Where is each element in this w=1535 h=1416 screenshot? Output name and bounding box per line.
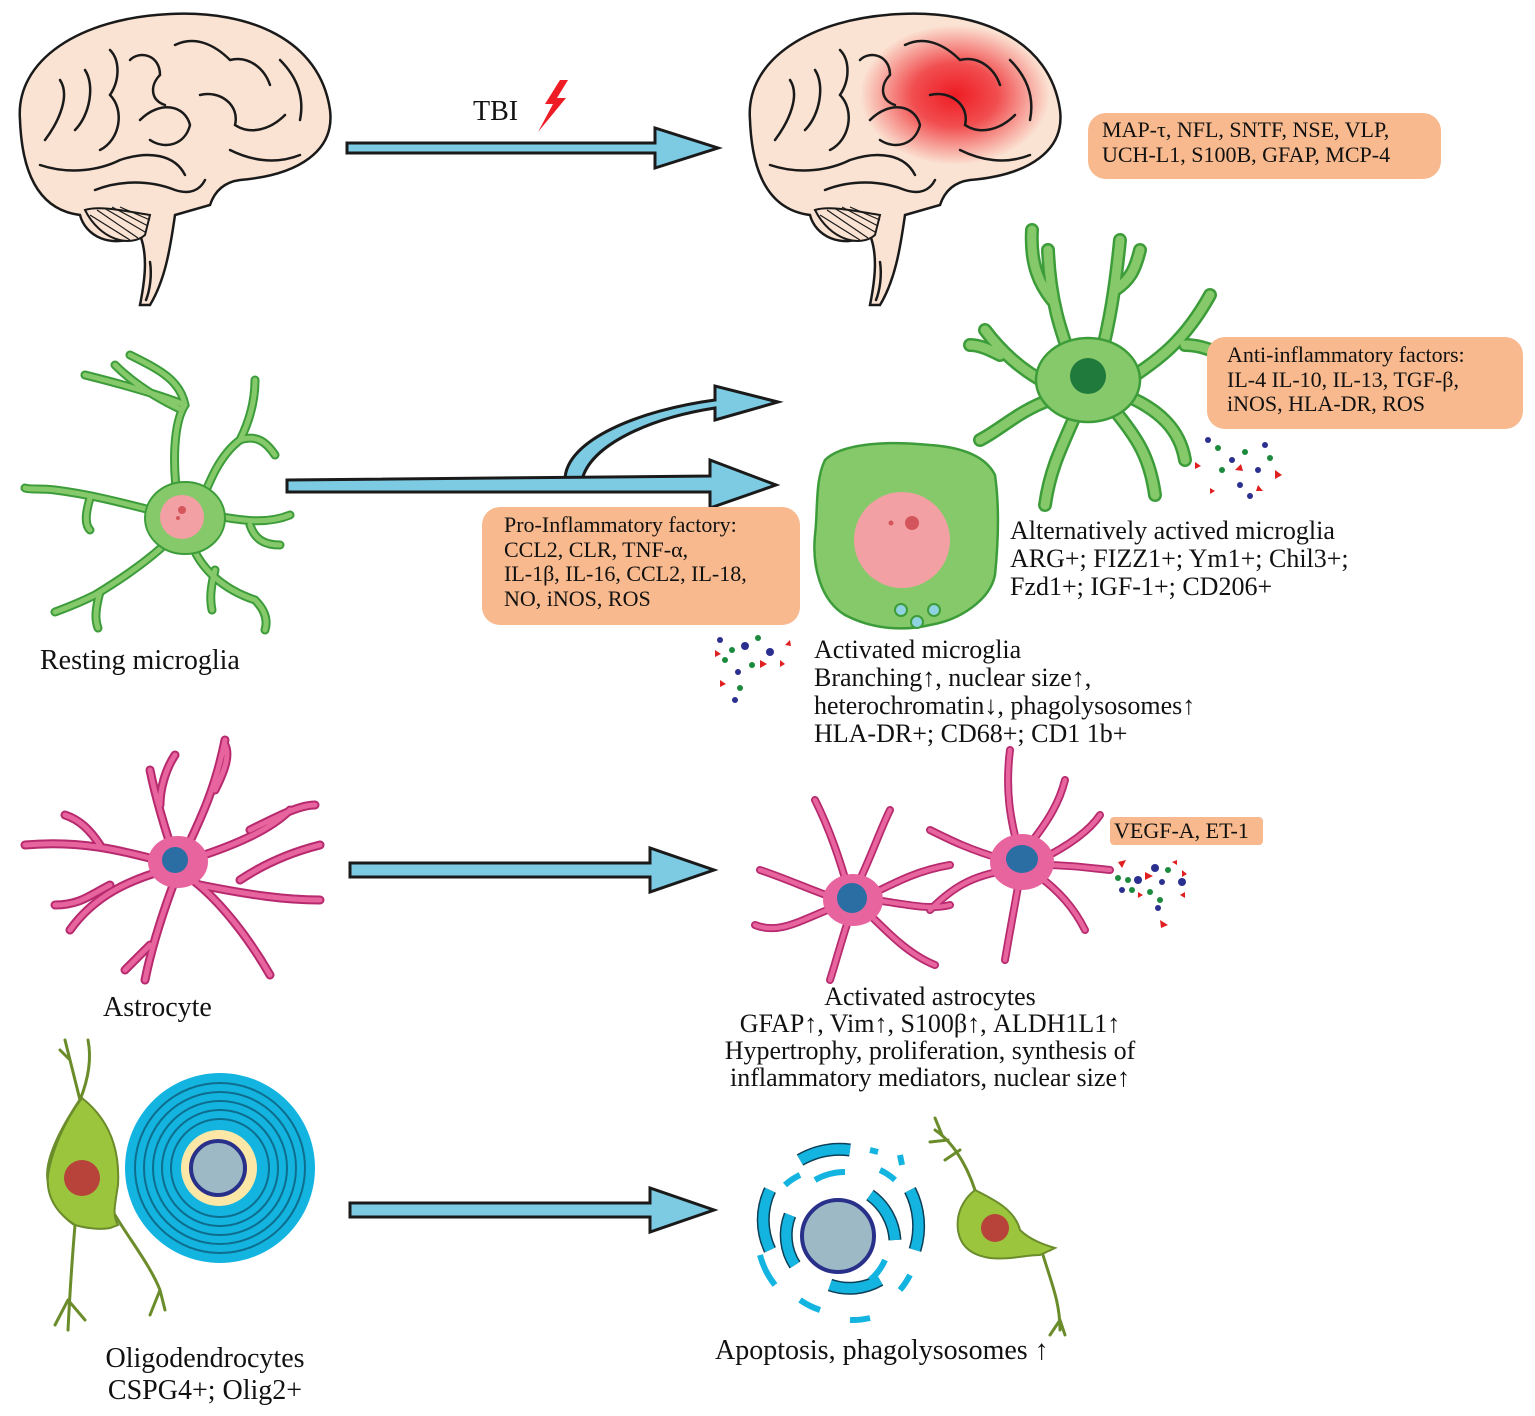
pro-inflammatory-line: CCL2, CLR, TNF-α, xyxy=(504,536,689,562)
tbi-label: TBI xyxy=(473,96,519,127)
cytokine-particles-pro xyxy=(715,635,791,703)
pro-inflammatory-line: IL-1β, IL-16, CCL2, IL-18, xyxy=(504,561,747,587)
activated-astrocytes-label: Activated astrocytes GFAP↑, Vim↑, S100β↑… xyxy=(690,983,1170,1091)
arrow-microglia-activation xyxy=(285,384,784,511)
arrow-astrocyte-activation xyxy=(348,845,719,895)
arrow-oligodendrocyte-apoptosis xyxy=(348,1185,719,1235)
alt-microglia-markers: Fzd1+; IGF-1+; CD206+ xyxy=(1010,572,1273,601)
healthy-brain-icon xyxy=(18,12,332,307)
activated-astrocytes-title: Activated astrocytes xyxy=(824,982,1036,1011)
activated-astrocytes-icon xyxy=(751,746,1114,984)
oligodendrocyte-icon xyxy=(46,1038,167,1332)
resting-microglia-icon xyxy=(20,350,295,635)
arrow-tbi xyxy=(345,125,723,171)
activated-astrocytes-features: Hypertrophy, proliferation, synthesis of xyxy=(724,1036,1136,1065)
oligodendrocytes-title: Oligodendrocytes xyxy=(105,1343,305,1374)
apoptosis-label: Apoptosis, phagolysosomes ↑ xyxy=(715,1335,1049,1366)
resting-microglia-label: Resting microglia xyxy=(40,645,240,676)
biomarkers-box: MAP-τ, NFL, SNTF, NSE, VLP, UCH-L1, S100… xyxy=(1088,113,1441,179)
alternative-microglia-label: Alternatively actived microglia ARG+; FI… xyxy=(1010,517,1349,601)
activated-microglia-markers: HLA-DR+; CD68+; CD1 1b+ xyxy=(814,719,1128,748)
apoptotic-oligodendrocyte-icon xyxy=(928,1116,1067,1337)
oligodendrocytes-markers: CSPG4+; Olig2+ xyxy=(107,1375,303,1406)
biomarkers-line: UCH-L1, S100B, GFAP, MCP-4 xyxy=(1102,141,1391,167)
activated-microglia-features: heterochromatin↓, phagolysosomes↑ xyxy=(814,691,1196,720)
anti-inflammatory-line: iNOS, HLA-DR, ROS xyxy=(1227,391,1426,417)
alt-microglia-title: Alternatively actived microglia xyxy=(1010,516,1335,545)
activated-microglia-title: Activated microglia xyxy=(814,635,1022,664)
anti-inflammatory-line: IL-4 IL-10, IL-13, TGF-β, xyxy=(1227,366,1459,392)
astro-factor-box: VEGF-A, ET-1 xyxy=(1110,817,1263,845)
cytokine-particles-astro xyxy=(1115,860,1187,928)
cytokine-particles-anti xyxy=(1195,437,1282,499)
lightning-bolt-icon xyxy=(538,80,568,132)
pro-inflammatory-line: NO, iNOS, ROS xyxy=(504,585,651,611)
activated-microglia-features: Branching↑, nuclear size↑, xyxy=(814,663,1092,692)
activated-microglia-icon xyxy=(813,441,1000,630)
anti-inflammatory-line: Anti-inflammatory factors: xyxy=(1227,342,1465,367)
pro-inflammatory-box: Pro-Inflammatory factory: CCL2, CLR, TNF… xyxy=(482,507,800,625)
alt-microglia-markers: ARG+; FIZZ1+; Ym1+; Chil3+; xyxy=(1010,544,1349,573)
injury-site xyxy=(860,25,1050,165)
oligodendrocytes-label: Oligodendrocytes CSPG4+; Olig2+ xyxy=(60,1343,350,1407)
resting-astrocyte-icon xyxy=(20,735,325,985)
myelin-sheath-icon xyxy=(125,1073,315,1263)
activated-astrocytes-features: inflammatory mediators, nuclear size↑ xyxy=(730,1063,1130,1092)
alternative-microglia-icon xyxy=(963,223,1232,512)
astrocyte-label: Astrocyte xyxy=(103,992,212,1023)
pro-inflammatory-line: Pro-Inflammatory factory: xyxy=(504,512,737,537)
injured-brain-icon xyxy=(748,12,1062,307)
activated-astrocytes-markers: GFAP↑, Vim↑, S100β↑, ALDH1L1↑ xyxy=(739,1009,1121,1038)
degraded-myelin-icon xyxy=(756,1142,926,1324)
biomarkers-line: MAP-τ, NFL, SNTF, NSE, VLP, xyxy=(1102,117,1390,142)
activated-microglia-label: Activated microglia Branching↑, nuclear … xyxy=(814,636,1195,748)
anti-inflammatory-box: Anti-inflammatory factors: IL-4 IL-10, I… xyxy=(1207,337,1523,429)
